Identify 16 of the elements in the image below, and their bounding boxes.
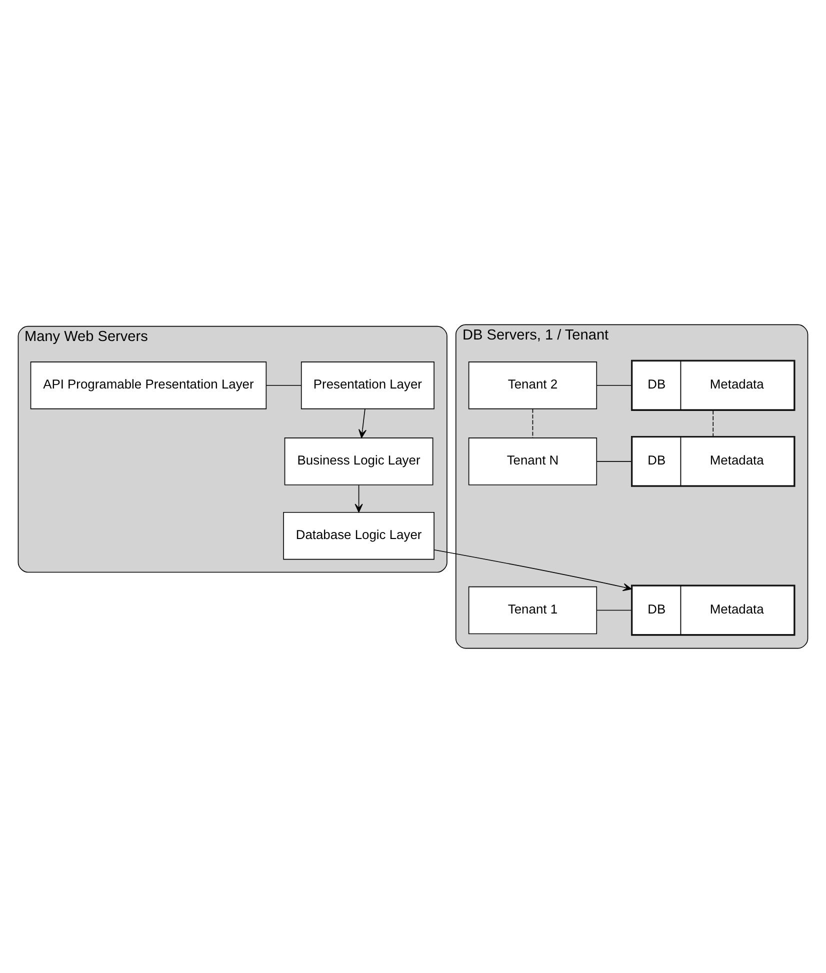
connector: [596, 384, 632, 386]
connector: [596, 461, 632, 462]
arrow: [354, 484, 363, 513]
connector: [266, 384, 302, 386]
node-box: Tenant 2: [468, 362, 598, 410]
node-box: Database Logic Layer: [283, 512, 434, 560]
node-box: Presentation Layer: [300, 362, 434, 410]
node-box: Business Logic Layer: [284, 438, 434, 486]
connector: [532, 408, 534, 438]
arrow: [434, 549, 632, 592]
node-box: API Programable Presentation Layer: [30, 362, 267, 410]
arrow: [358, 408, 366, 438]
node-box: Tenant N: [468, 438, 598, 486]
node-box: Tenant 1: [468, 586, 598, 634]
connector: [712, 410, 714, 437]
connector: [596, 610, 632, 611]
